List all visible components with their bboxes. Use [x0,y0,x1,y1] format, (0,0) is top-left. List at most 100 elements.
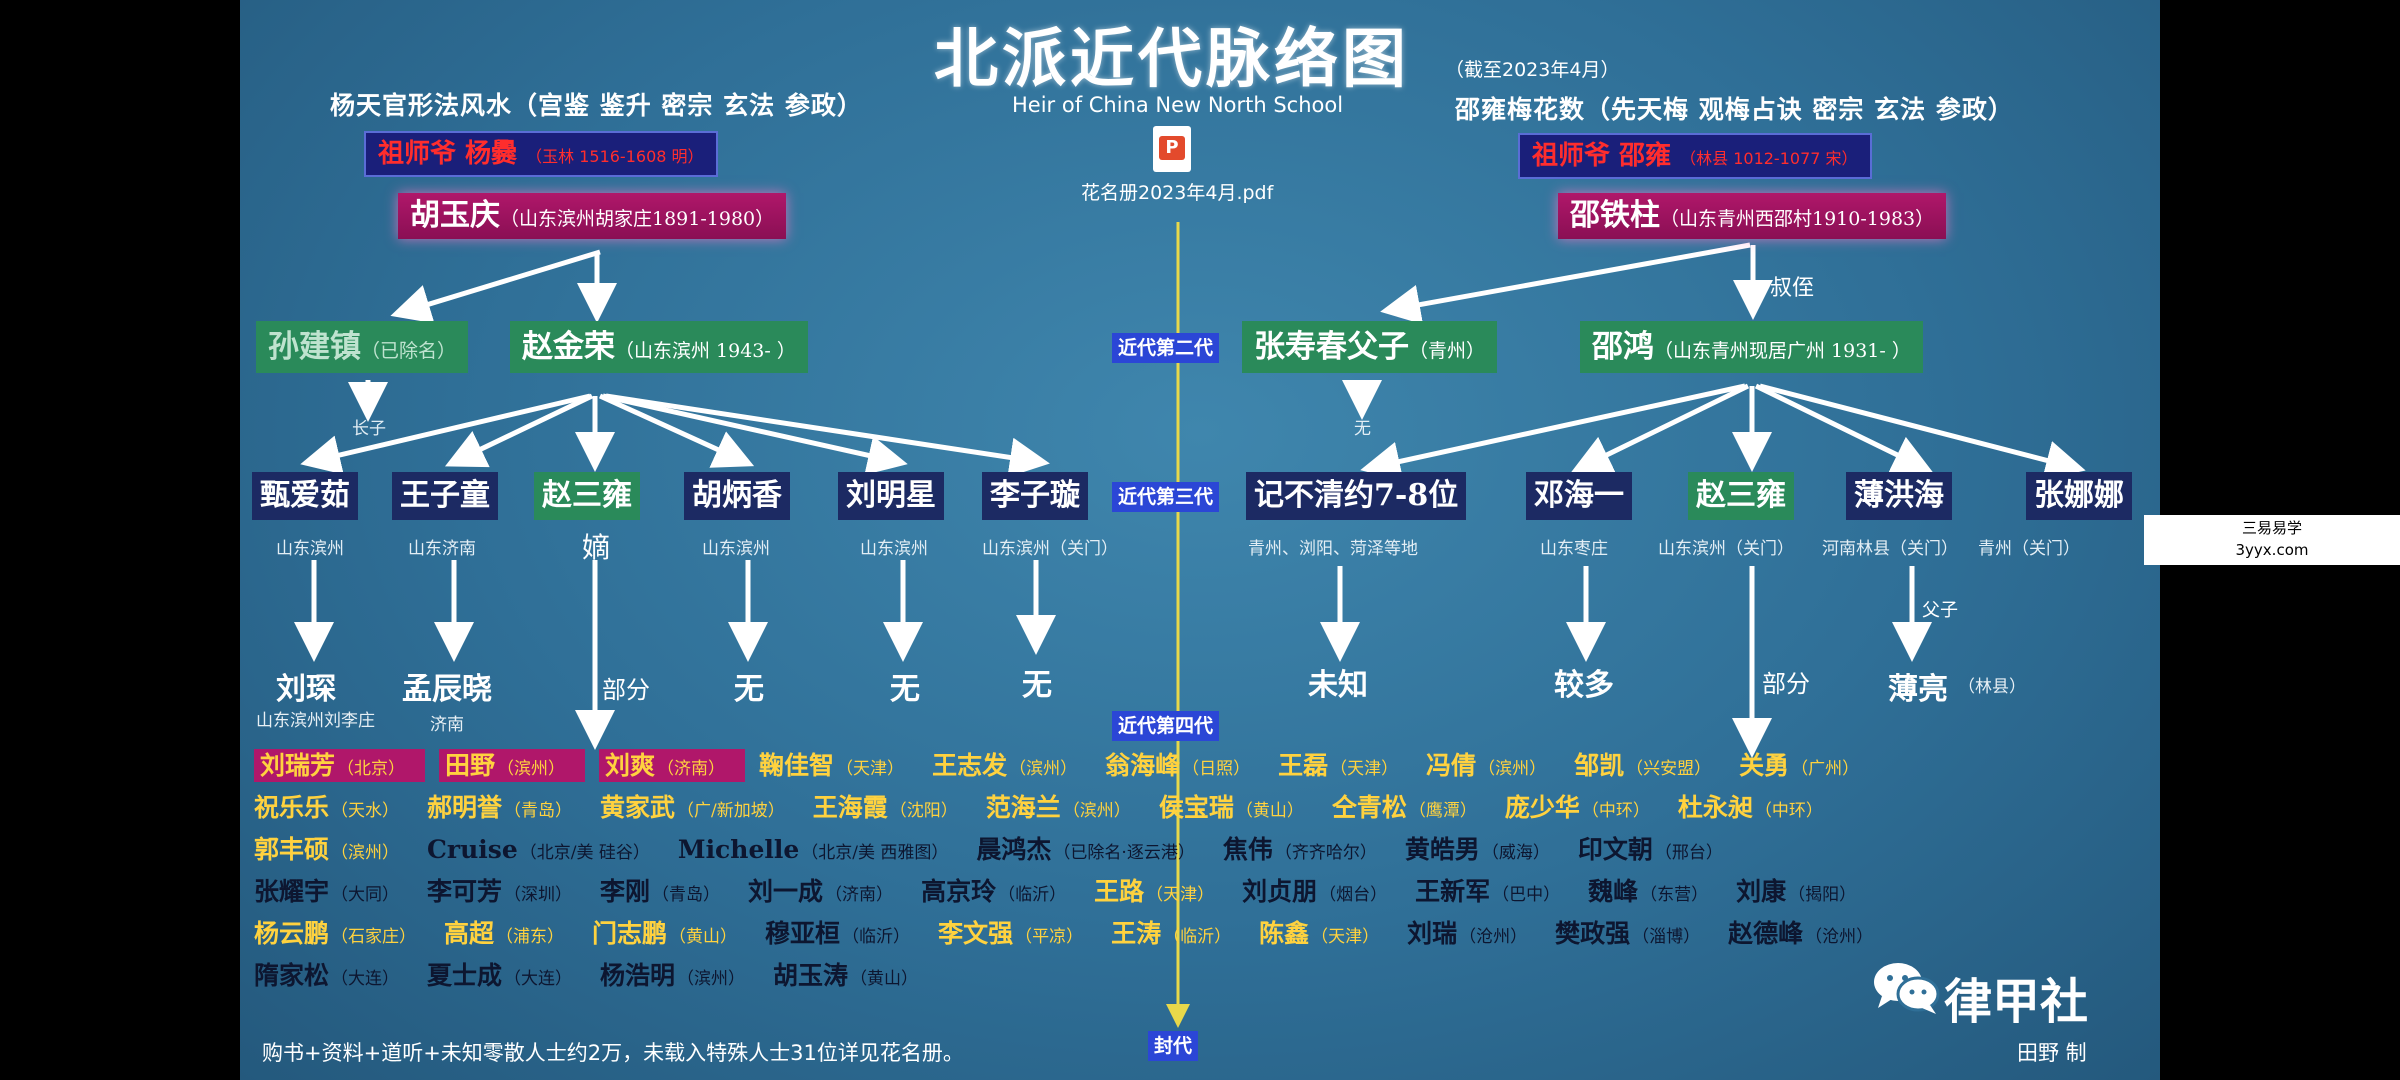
left-gen1-box: 胡玉庆（山东滨州胡家庄1891-1980） [398,193,787,239]
right-gen4-name-1: 较多 [1554,668,1614,703]
roster-name: 穆亚桓 [765,919,841,948]
gen-label-2: 近代第二代 [1112,333,1220,363]
left-gen2-note: 长子 [352,419,386,439]
right-gen4-name-3: 薄亮 [1888,672,1948,707]
roster-row: 祝乐乐（天水）郝明誉（青岛）黄家武（广/新加坡）王海霞（沈阳）范海兰（滨州）侯宝… [254,788,2154,824]
roster-place: （北京/美 西雅图） [801,843,949,863]
roster-entry: 郭丰硕（滨州） [254,835,413,864]
watermark-line2: 3yyx.com [2235,541,2309,559]
left-founder-box: 祖师爷 杨爨 （玉林 1516-1608 明） [364,131,718,177]
roster-entry: 翁海峰（日照） [1105,751,1264,780]
roster-place: （平凉） [1015,927,1084,947]
roster-entry: 晨鸿杰（已除名·逐云港） [976,835,1208,864]
roster-name: 郝明誉 [427,793,503,822]
roster-entry: 高超（浦东） [444,919,578,948]
right-gen3-place-0: 青州、浏阳、菏泽等地 [1248,539,1418,559]
right-gen3-place-2: 山东滨州（关门） [1658,539,1794,559]
roster-entry: 穆亚桓（临沂） [765,919,924,948]
roster-place: （大连） [331,969,400,989]
roster-place: （东营） [1640,885,1709,905]
roster-name: 庞少华 [1504,793,1580,822]
roster-place: （天津） [836,759,905,779]
arrow-hong-to-bo [1754,383,1933,473]
right-gen1-name: 邵铁柱 [1570,198,1660,233]
right-gen3-box-4: 张娜娜 [2026,472,2132,520]
roster-entry: 杨浩明（滨州） [600,961,759,990]
roster-place: （临沂） [1163,927,1232,947]
roster-place: （天津） [1330,759,1399,779]
roster-place: （沧州） [1805,927,1874,947]
roster-place: （浦东） [496,927,565,947]
roster-entry: 樊政强（淄博） [1555,919,1714,948]
roster-name: 邹凯 [1574,751,1625,780]
right-gen3-box-2: 赵三雍 [1688,472,1794,520]
roster-entry: 刘康（揭阳） [1736,877,1870,906]
roster-name: 胡玉涛 [773,961,849,990]
arrow-zhao-to-hu [598,393,755,468]
roster-name: 黄家武 [600,793,676,822]
roster-name: 张耀宇 [254,877,330,906]
roster-name: 王新军 [1415,877,1491,906]
arrow-zhao-to-wang [444,393,594,468]
roster-name: 门志鹏 [592,919,668,948]
pdf-icon[interactable]: P [1153,126,1191,172]
pdf-filename[interactable]: 花名册2023年4月.pdf [1081,182,1274,204]
author-credit: 田野 制 [2017,1041,2087,1065]
roster-place: （齐齐哈尔） [1274,843,1377,863]
right-relation-label: 叔侄 [1770,276,1815,301]
logo-text: 律甲社 [1944,974,2089,1030]
roster-name: 刘瑞 [1407,919,1458,948]
roster-place: （济南） [657,759,726,779]
roster-place: （广/新加坡） [677,801,785,821]
right-gen4-name-0: 未知 [1308,668,1368,703]
roster-entry: 王志发（滨州） [932,751,1091,780]
roster-name: 刘康 [1736,877,1787,906]
roster-place: （揭阳） [1788,885,1857,905]
right-founder-box: 祖师爷 邵雍 （林县 1012-1077 宋） [1518,133,1872,179]
roster-name: 樊政强 [1555,919,1631,948]
roster-name: 郭丰硕 [254,835,330,864]
left-gen1-name: 胡玉庆 [410,198,500,233]
roster-place: （巴中） [1492,885,1561,905]
roster-name: 焦伟 [1222,835,1273,864]
right-gen2-name-0: 张寿春父子 [1254,329,1409,365]
arrow-hu-to-sun [390,249,601,324]
roster-place: （天水） [331,801,400,821]
right-gen2-detail-0: （青州） [1409,340,1486,362]
roster-entry: 邹凯（兴安盟） [1574,751,1725,780]
roster-entry: 印文朝（邢台） [1578,835,1737,864]
roster-place: （青岛） [504,801,573,821]
roster-name: 李刚 [600,877,651,906]
roster-place: （石家庄） [331,927,417,947]
arrow-hong-to-zhangnn [1759,383,2086,480]
roster-place: （邢台） [1654,843,1723,863]
roster-name: 翁海峰 [1105,751,1181,780]
right-gen1-box: 邵铁柱（山东青州西邵村1910-1983） [1558,193,1947,239]
roster-entry: 黄皓男（威海） [1405,835,1564,864]
roster-name: 杨浩明 [600,961,676,990]
roster-entry: 李刚（青岛） [600,877,734,906]
roster-place: （滨州） [331,843,400,863]
roster-name: 王路 [1094,877,1145,906]
left-gen4-name-5: 无 [1022,668,1052,703]
roster-place: （临沂） [842,927,911,947]
right-gen2-box-1: 邵鸿（山东青州现居广州 1931- ） [1580,321,1923,373]
roster-row: 杨云鹏（石家庄）高超（浦东）门志鹏（黄山）穆亚桓（临沂）李文强（平凉）王涛（临沂… [254,914,2154,950]
roster-entry: 高京玲（临沂） [921,877,1080,906]
roster-entry: 王涛（临沂） [1111,919,1245,948]
roster-entry: 门志鹏（黄山） [592,919,751,948]
right-gen3-place-4: 青州（关门） [1978,539,2080,559]
title-date-note: （截至2023年4月） [1445,59,1620,81]
roster-row: 刘瑞芳（北京）田野（滨州）刘爽（济南）鞠佳智（天津）王志发（滨州）翁海峰（日照）… [254,746,2154,782]
left-gen3-place-1: 山东济南 [408,539,476,559]
roster-place: （大连） [504,969,573,989]
roster-name: 祝乐乐 [254,793,330,822]
roster-place: （已除名·逐云港） [1053,843,1195,863]
left-gen3-place-2: 嫡 [582,531,611,564]
left-gen3-box-0: 甄爱茹 [252,472,358,520]
right-gen4-name-2: 部分 [1762,670,1810,698]
watermark-line1: 三易易学 [2241,519,2302,537]
roster-entry: 焦伟（齐齐哈尔） [1223,835,1391,864]
roster-entry: 赵德峰（沧州） [1728,919,1887,948]
right-father-son-label: 父子 [1922,600,1958,621]
